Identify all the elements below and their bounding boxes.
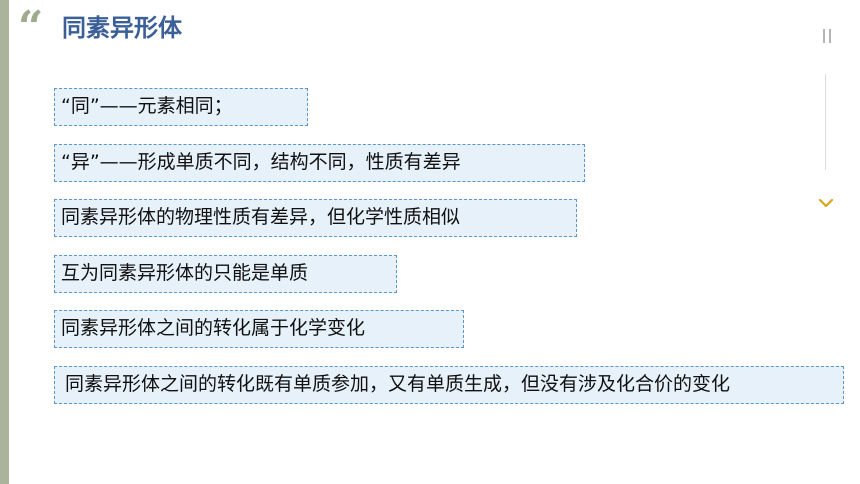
chevron-down-icon[interactable]: [817, 197, 835, 209]
statement-box: 同素异形体的物理性质有差异，但化学性质相似: [54, 199, 577, 237]
pause-icon[interactable]: [822, 29, 834, 43]
statement-text: 同素异形体之间的转化既有单质参加，又有单质生成，但没有涉及化合价的变化: [65, 373, 731, 395]
progress-track: [825, 74, 826, 170]
statement-box: 同素异形体之间的转化属于化学变化: [54, 310, 464, 348]
left-accent-bar: [0, 0, 9, 484]
statement-box: “同”——元素相同；: [54, 88, 308, 126]
quote-icon: “: [18, 2, 44, 53]
statement-text: “同”——元素相同；: [61, 95, 233, 117]
statement-text: 同素异形体的物理性质有差异，但化学性质相似: [61, 206, 461, 228]
statement-box: 互为同素异形体的只能是单质: [54, 255, 397, 293]
statement-text: 互为同素异形体的只能是单质: [61, 262, 309, 284]
statement-text: “异”——形成单质不同，结构不同，性质有差异: [61, 151, 461, 173]
slide-title: 同素异形体: [62, 14, 182, 42]
statement-text: 同素异形体之间的转化属于化学变化: [61, 317, 366, 339]
statement-box: 同素异形体之间的转化既有单质参加，又有单质生成，但没有涉及化合价的变化: [54, 366, 844, 404]
statement-box: “异”——形成单质不同，结构不同，性质有差异: [54, 144, 585, 182]
